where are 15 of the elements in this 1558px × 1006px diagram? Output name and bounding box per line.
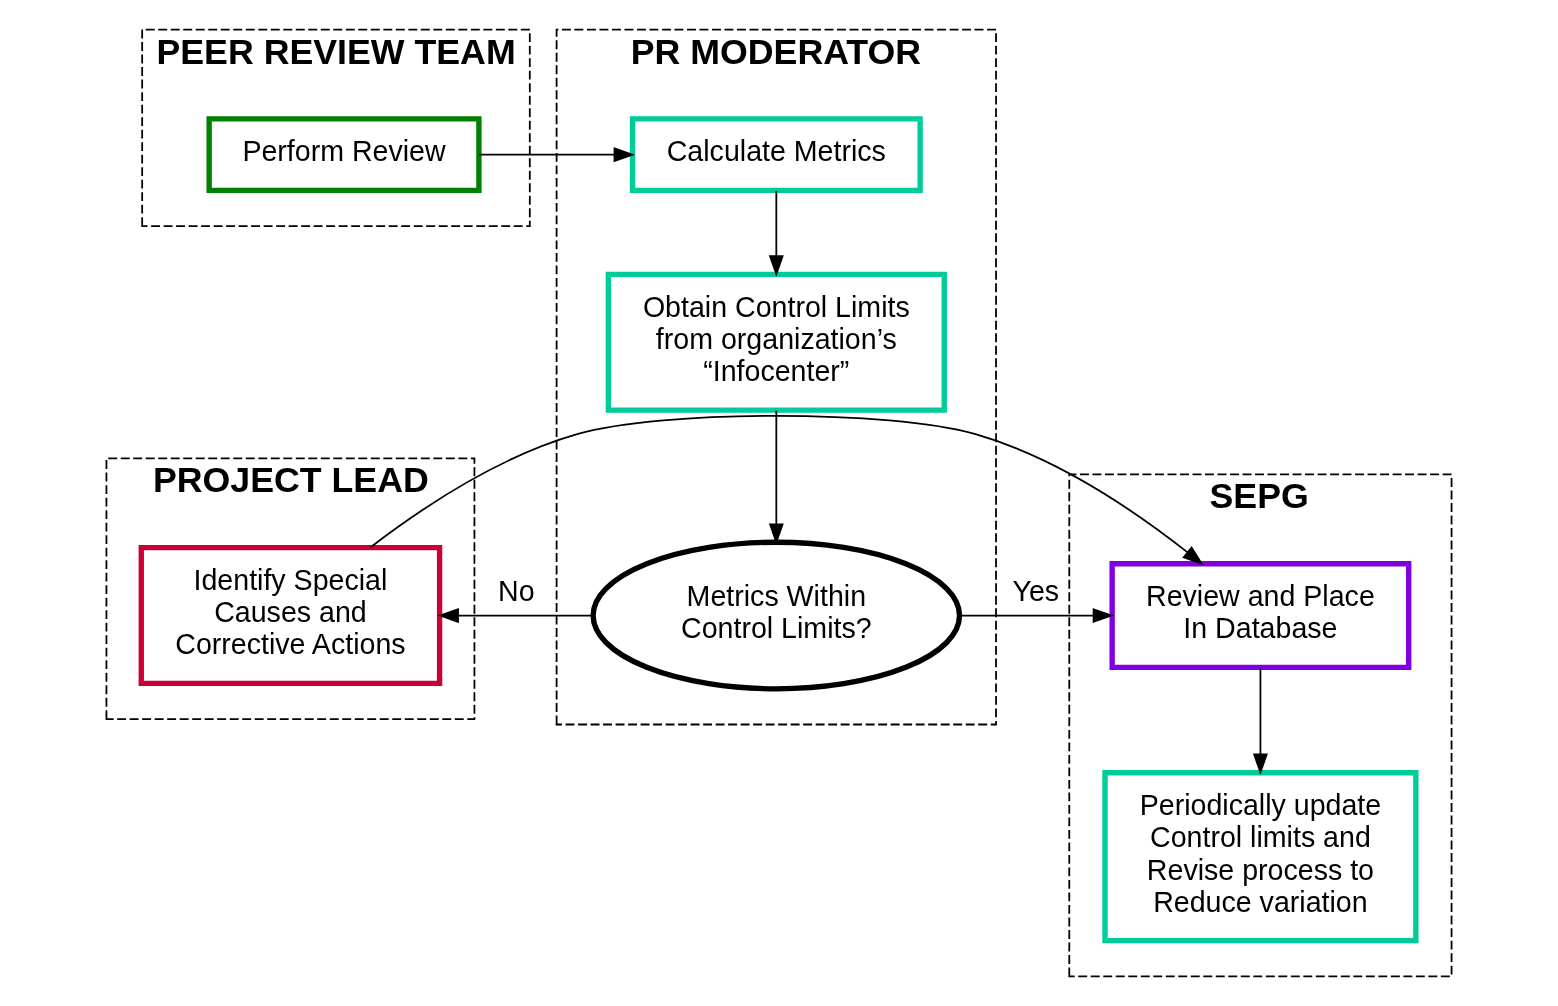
arrow — [959, 608, 1115, 624]
node-box: Periodically update Control limits and Revise process to Reduce variation — [1102, 770, 1419, 944]
edge-label: Yes — [1012, 574, 1060, 607]
node-box: Review and Place In Database — [1109, 561, 1412, 670]
arrow — [437, 608, 594, 624]
node-ellipse: Metrics Within Control Limits? — [590, 539, 963, 692]
edge-label: No — [498, 574, 535, 607]
arrow — [768, 190, 784, 277]
arrow — [369, 414, 1204, 566]
arrow — [1252, 666, 1268, 776]
node-box: Perform Review — [206, 116, 482, 194]
arrow — [478, 147, 636, 163]
node-box: Identify Special Causes and Corrective Actions — [138, 544, 443, 687]
node-box: Calculate Metrics — [629, 116, 923, 194]
node-box: Obtain Control Limits from organization’s “Infocenter” — [605, 271, 947, 413]
